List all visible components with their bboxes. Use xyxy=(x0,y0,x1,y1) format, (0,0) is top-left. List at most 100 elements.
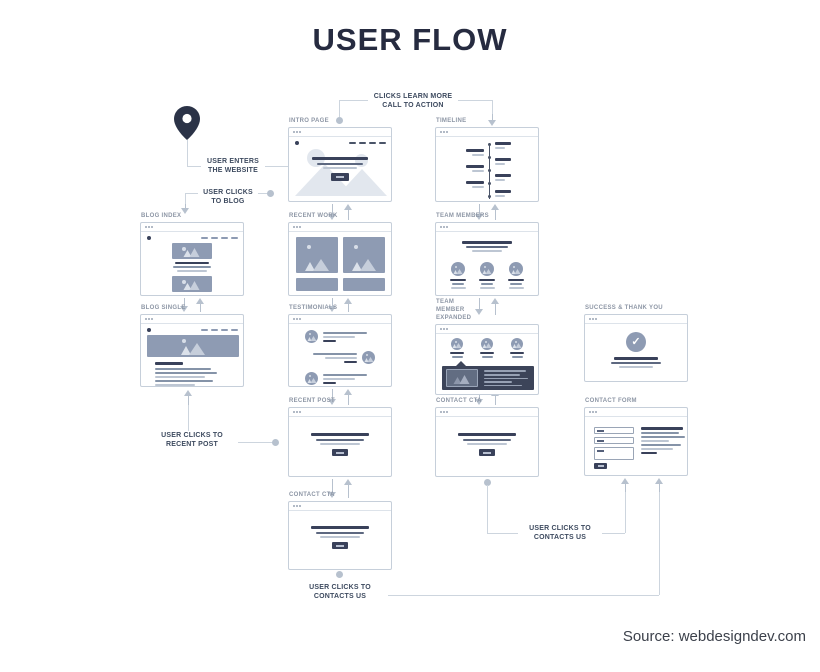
team-member xyxy=(480,338,494,358)
testimonial xyxy=(305,372,367,385)
connector-line xyxy=(659,491,660,595)
wireframe-title: RECENT WORK xyxy=(289,213,338,219)
avatar xyxy=(481,338,493,350)
sun-icon xyxy=(484,265,487,268)
node-contact-cta-bottom: CONTACT CTA xyxy=(288,491,392,570)
browser-chrome xyxy=(289,223,391,232)
mountain-icon xyxy=(305,259,329,271)
team-row xyxy=(436,338,538,358)
window-dots-icon xyxy=(440,131,442,133)
browser-chrome xyxy=(141,315,243,324)
browser-chrome xyxy=(585,315,687,324)
node-recent-work: RECENT WORK xyxy=(288,212,392,296)
node-testimonials: TESTIMONIALS xyxy=(288,304,392,387)
window-dots-icon xyxy=(293,411,295,413)
wireframe-browser xyxy=(435,407,539,477)
sun-icon xyxy=(306,244,311,249)
connector-line xyxy=(492,100,493,114)
sun-icon xyxy=(308,333,311,336)
mountain-icon xyxy=(181,343,205,355)
mountain-icon xyxy=(307,336,316,341)
annotation-user-clicks-contacts-right: USER CLICKS TO CONTACTS US xyxy=(518,524,602,542)
wireframe-browser xyxy=(288,222,392,296)
team-member xyxy=(450,262,466,289)
connector-line xyxy=(388,595,659,596)
wireframe-title: BLOG INDEX xyxy=(141,213,182,219)
arrow-up-icon xyxy=(491,204,500,220)
annotation-user-clicks-blog: USER CLICKS TO BLOG xyxy=(198,188,258,206)
browser-chrome xyxy=(289,408,391,417)
wireframe-browser xyxy=(584,407,688,476)
mountain-icon xyxy=(183,281,201,290)
sun-icon xyxy=(484,341,487,344)
article-text xyxy=(155,362,217,386)
node-team-member-expanded: TEAM MEMBER EXPANDED xyxy=(435,298,539,395)
wireframe-browser xyxy=(435,127,539,202)
wireframe-browser xyxy=(435,222,539,296)
image-placeholder xyxy=(296,278,338,291)
input-field-shape xyxy=(594,427,634,434)
node-recent-post: RECENT POST xyxy=(288,397,392,477)
image-placeholder xyxy=(343,237,385,273)
input-field-shape xyxy=(594,437,634,444)
avatar xyxy=(480,262,494,276)
annotation-user-clicks-recent-post: USER CLICKS TO RECENT POST xyxy=(146,431,238,449)
window-dots-icon xyxy=(293,505,295,507)
logo-dot xyxy=(295,141,299,145)
nav-links xyxy=(201,237,238,239)
browser-chrome xyxy=(141,223,243,232)
browser-chrome xyxy=(289,315,391,324)
connector-dot xyxy=(267,190,274,197)
node-blog-index: BLOG INDEX xyxy=(140,212,244,296)
avatar xyxy=(509,262,523,276)
node-blog-single: BLOG SINGLE xyxy=(140,304,244,387)
connector-line xyxy=(487,485,488,533)
connector-line xyxy=(625,491,626,533)
mountain-icon xyxy=(183,248,201,257)
mountain-icon xyxy=(364,357,373,362)
post-list xyxy=(141,243,243,295)
browser-chrome xyxy=(289,128,391,137)
mountain-icon xyxy=(512,343,522,348)
source-attribution: Source: webdesigndev.com xyxy=(622,628,806,645)
arrow-up-icon xyxy=(184,390,193,405)
browser-chrome xyxy=(436,223,538,232)
browser-chrome xyxy=(289,502,391,511)
wireframe-title: CONTACT FORM xyxy=(585,398,637,404)
avatar xyxy=(451,262,465,276)
wireframe-browser xyxy=(140,314,244,387)
arrow-up-icon xyxy=(196,298,205,312)
logo-dot xyxy=(147,236,151,240)
mountain-icon xyxy=(307,378,316,383)
wireframe-title: INTRO PAGE xyxy=(289,118,329,124)
location-pin-icon xyxy=(174,106,200,145)
work-grid xyxy=(296,237,386,291)
wireframe-browser: ✓ xyxy=(584,314,688,382)
wireframe-browser xyxy=(288,314,392,387)
avatar xyxy=(305,330,318,343)
sun-icon xyxy=(365,354,368,357)
arrow-down-icon xyxy=(328,298,337,312)
browser-chrome xyxy=(436,325,538,334)
sun-icon xyxy=(454,341,457,344)
wireframe-title: BLOG SINGLE xyxy=(141,305,186,311)
avatar xyxy=(362,351,375,364)
arrow-down-icon xyxy=(475,204,484,220)
wireframe-title: TEAM MEMBERS xyxy=(436,213,489,219)
textarea-shape xyxy=(594,447,634,460)
window-dots-icon xyxy=(145,318,147,320)
sun-icon xyxy=(308,375,311,378)
avatar xyxy=(305,372,318,385)
wireframe-browser xyxy=(288,127,392,202)
sun-icon xyxy=(353,244,358,249)
annotation-user-enters: USER ENTERS THE WEBSITE xyxy=(201,157,265,175)
hero-image-placeholder xyxy=(147,335,239,357)
team-member xyxy=(508,262,524,289)
wireframe-browser xyxy=(288,501,392,570)
arrow-down-icon xyxy=(328,479,337,498)
image-placeholder xyxy=(172,243,212,259)
image-placeholder xyxy=(172,276,212,292)
annotation-clicks-learn-more: CLICKS LEARN MORE CALL TO ACTION xyxy=(368,92,458,110)
node-contact-form: CONTACT FORM xyxy=(584,397,688,476)
